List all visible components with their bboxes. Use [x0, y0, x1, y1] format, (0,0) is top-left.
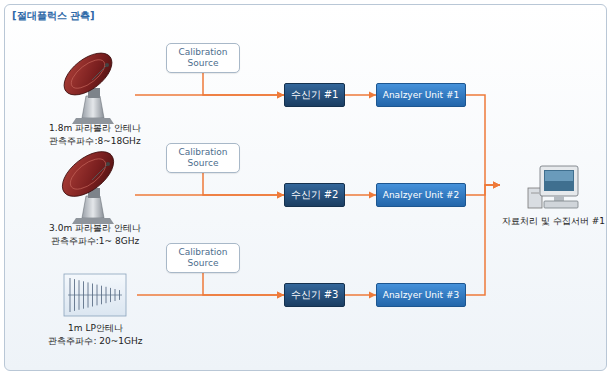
calibration-source-box: Calibration Source — [166, 243, 240, 273]
node-label: 3.0m 파라볼라 안테나 — [49, 222, 141, 235]
connector — [345, 194, 376, 196]
computer-icon — [526, 164, 582, 210]
node-sublabel: 관측주파수:1~ 8GHz — [51, 235, 139, 248]
analyzer-box: Analzyer Unit #3 — [376, 283, 466, 307]
antenna-node: 1m LP안테나관측주파수: 20~1GHz — [46, 252, 145, 348]
receiver-box: 수신기 #3 — [284, 283, 345, 307]
lp-element — [115, 289, 116, 301]
connector — [345, 294, 376, 296]
connector — [466, 185, 500, 195]
node-label: Calibration Source — [171, 147, 235, 169]
calibration-source-box: Calibration Source — [166, 43, 240, 73]
connector — [466, 185, 500, 295]
node-sublabel: 관측주파수: 20~1GHz — [48, 335, 142, 348]
antenna-node: 1.8m 파라볼라 안테나관측주파수:8~18GHz — [47, 52, 143, 148]
connector — [466, 95, 500, 185]
node-label: Analzyer Unit #1 — [383, 90, 459, 100]
connector — [203, 73, 284, 95]
analyzer-box: Analzyer Unit #1 — [376, 83, 466, 107]
lp-element — [101, 286, 102, 305]
node-label: Calibration Source — [171, 47, 235, 69]
calibration-source-box: Calibration Source — [166, 143, 240, 173]
node-label: 수신기 #3 — [291, 288, 339, 302]
lp-element — [79, 280, 80, 310]
node-label: Analzyer Unit #2 — [383, 190, 459, 200]
connector — [345, 94, 376, 96]
node-label: 수신기 #2 — [291, 188, 339, 202]
lp-antenna — [64, 274, 126, 316]
diagram-title: [절대플럭스 관측] — [12, 9, 95, 23]
lp-element — [97, 285, 98, 306]
connector — [203, 273, 284, 295]
node-label: Calibration Source — [171, 247, 235, 269]
server-node: 자료처리 및 수집서버 #1 — [500, 164, 607, 228]
lp-element — [110, 288, 111, 302]
lp-element — [70, 278, 71, 312]
node-label: 1.8m 파라볼라 안테나 — [49, 122, 141, 135]
receiver-box: 수신기 #1 — [284, 83, 345, 107]
node-label: 수신기 #1 — [291, 88, 339, 102]
connector — [203, 173, 284, 195]
node-sublabel: 관측주파수:8~18GHz — [49, 135, 140, 148]
lp-element — [106, 287, 107, 303]
lp-element — [83, 281, 84, 308]
lp-element — [119, 290, 120, 300]
lp-element — [88, 282, 89, 307]
node-label: 자료처리 및 수집서버 #1 — [502, 215, 605, 228]
receiver-box: 수신기 #2 — [284, 183, 345, 207]
parabolic-antenna-1 — [57, 45, 120, 124]
node-label: Analzyer Unit #3 — [383, 290, 459, 300]
parabolic-antenna-2 — [55, 143, 122, 224]
node-label: 1m LP안테나 — [68, 322, 123, 335]
lp-element — [74, 279, 75, 311]
antenna-node: 3.0m 파라볼라 안테나관측주파수:1~ 8GHz — [47, 152, 143, 248]
lp-element — [92, 284, 93, 307]
analyzer-box: Analzyer Unit #2 — [376, 183, 466, 207]
